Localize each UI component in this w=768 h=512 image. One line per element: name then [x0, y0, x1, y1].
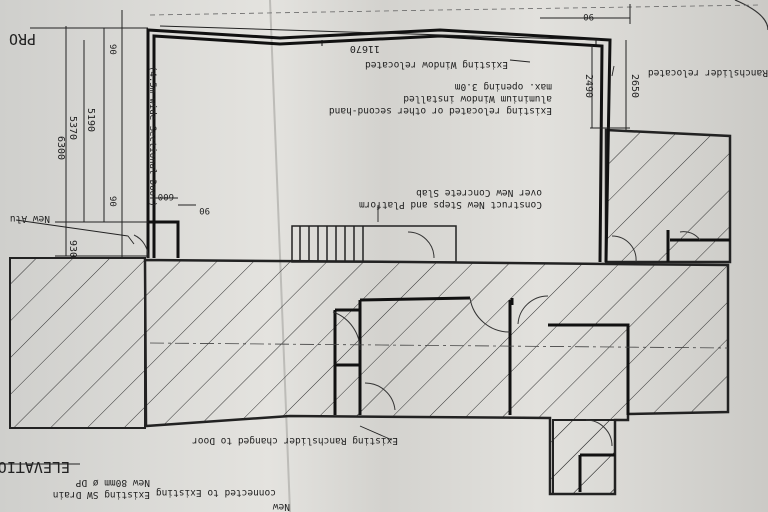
- annotations: PRO (4.5m wide Sectional Door) Existing …: [0, 11, 768, 512]
- dim-2490: 2490: [583, 74, 594, 98]
- window-note-line1: Existing relocated or other second-hand: [329, 105, 552, 116]
- window-relocated-note: Existing Window relocated: [365, 59, 508, 70]
- dim-5370: 5370: [67, 116, 78, 140]
- dashed-boundary: [149, 4, 761, 16]
- drain-note-line2: connected to Existing: [156, 487, 276, 498]
- dim-90-b: 90: [107, 196, 117, 207]
- dim-5190: 5190: [85, 108, 96, 132]
- elevation-title: ELEVATIO: [0, 458, 70, 476]
- dim-600: 600: [158, 191, 174, 201]
- garage-walls: [146, 28, 612, 263]
- dim-width: 11670: [350, 43, 380, 54]
- hatched-existing-building: [9, 128, 732, 496]
- dim-90-c: 90: [199, 205, 210, 215]
- dimension-lines: [30, 4, 631, 258]
- sectional-door-note: (4.5m wide Sectional Door): [147, 66, 157, 207]
- dim-90-top: 90: [583, 11, 594, 21]
- window-note-line2: aluminium Window installed: [403, 93, 552, 104]
- dim-90-a: 90: [107, 44, 117, 55]
- interior-walls: [333, 230, 730, 492]
- header-left-text: PRO: [9, 30, 36, 48]
- leader-lines: [15, 59, 615, 441]
- drain-note-line3: Existing SW Drain: [53, 489, 150, 500]
- steps-and-platform: [291, 225, 457, 263]
- wall-return: [148, 220, 180, 258]
- window-note-line3: max. opening 3.0m: [454, 81, 552, 92]
- steps-note-line1: Construct New Steps and Platform: [359, 199, 542, 210]
- window-relocated-mark: [321, 40, 597, 46]
- dim-2650: 2650: [629, 74, 640, 98]
- new-alu-note: New Alu: [10, 213, 50, 224]
- centre-line: [149, 342, 729, 349]
- steps-note-line2: over New Concrete Slab: [416, 187, 542, 198]
- dim-6300: 6300: [55, 136, 66, 160]
- dim-930: 930: [67, 240, 78, 258]
- paper-fold: [269, 0, 291, 512]
- ranchslider-relocated-note: Ranchslider relocated: [648, 67, 768, 78]
- drain-note-line1: New 80mm ø DP: [75, 477, 150, 488]
- drain-note-line4: New: [273, 501, 290, 512]
- ranchslider-door-note: Existing Ranchslider changed to Door: [192, 435, 398, 446]
